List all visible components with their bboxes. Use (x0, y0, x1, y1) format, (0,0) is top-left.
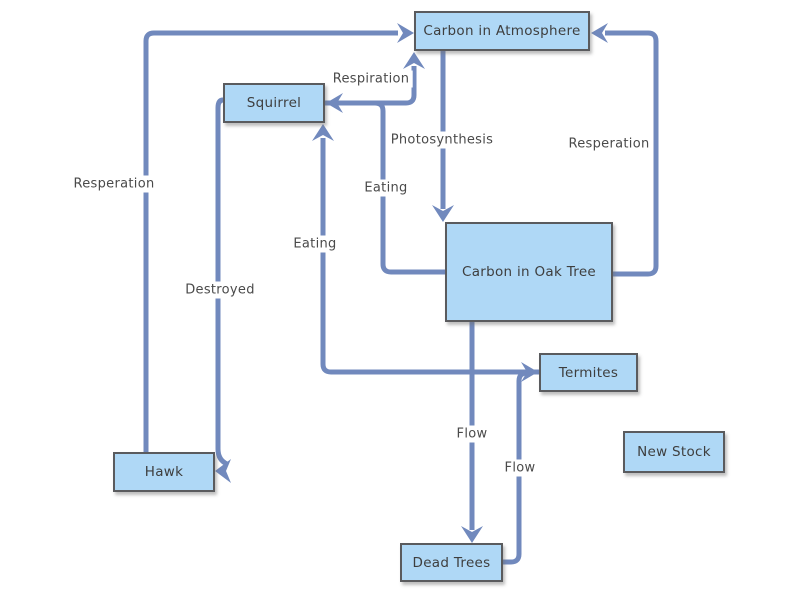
arrowhead-left-icon (591, 23, 608, 43)
arrowhead-up-icon (403, 52, 425, 69)
arrowhead-right-icon (397, 23, 414, 43)
connector-squirrel-to-atmosphere-respiration[interactable] (325, 52, 425, 106)
connector-atmosphere-to-oak-photosynthesis[interactable] (432, 51, 454, 222)
arrowhead-left-icon (215, 459, 231, 483)
node-squirrel[interactable]: Squirrel (223, 83, 325, 123)
node-carbon-in-atmosphere[interactable]: Carbon in Atmosphere (414, 11, 590, 51)
edge-label-photosynthesis[interactable]: Photosynthesis (387, 131, 497, 149)
node-dead-trees[interactable]: Dead Trees (400, 543, 503, 582)
edge-label-resperation-right[interactable]: Resperation (565, 135, 653, 153)
arrowhead-up-icon (312, 124, 334, 141)
arrowhead-down-icon (432, 205, 454, 222)
edge-label-destroyed[interactable]: Destroyed (182, 281, 258, 299)
node-termites[interactable]: Termites (539, 353, 638, 392)
connector-oak-to-atmosphere-resperation[interactable] (591, 23, 659, 277)
edge-label-flow-right[interactable]: Flow (501, 459, 539, 477)
edge-label-resperation-left[interactable]: Resperation (70, 175, 158, 193)
edge-label-eating-lower[interactable]: Eating (290, 235, 340, 253)
connector-hawk-to-atmosphere[interactable] (143, 23, 414, 452)
arrowhead-down-icon (461, 526, 483, 543)
connector-line (143, 30, 398, 452)
node-hawk[interactable]: Hawk (113, 452, 215, 492)
connector-termites-to-squirrel-eating[interactable] (312, 124, 539, 375)
edge-label-respiration[interactable]: Respiration (329, 70, 413, 88)
connector-line (605, 30, 659, 277)
edge-label-eating-upper[interactable]: Eating (361, 179, 411, 197)
connector-line (325, 66, 417, 106)
connector-squirrel-to-hawk-destroyed[interactable] (215, 97, 231, 483)
node-new-stock[interactable]: New Stock (623, 431, 725, 473)
connector-line (215, 97, 229, 467)
node-carbon-in-oak-tree[interactable]: Carbon in Oak Tree (445, 222, 613, 322)
edge-label-flow-left[interactable]: Flow (453, 425, 491, 443)
connector-line (320, 138, 539, 375)
